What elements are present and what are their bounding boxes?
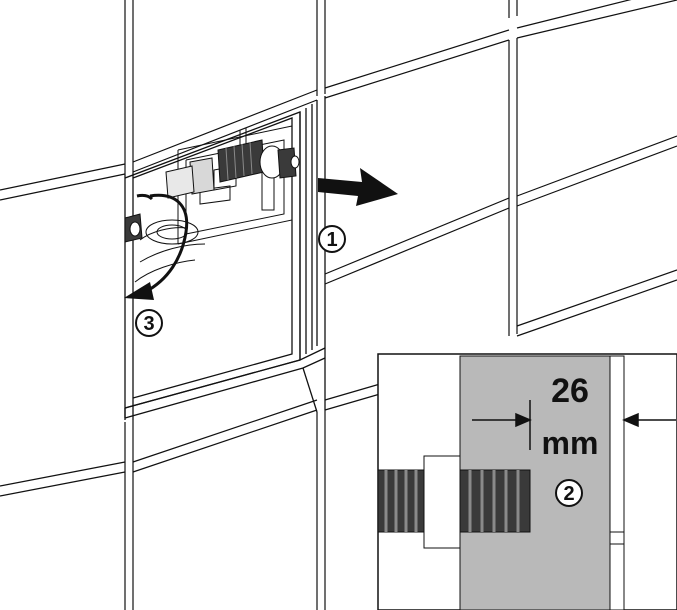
dimension-value: 26 bbox=[551, 372, 589, 410]
dimension-unit: mm bbox=[542, 425, 599, 461]
callout-1: 1 bbox=[318, 225, 346, 253]
callout-3: 3 bbox=[135, 309, 163, 337]
wall-opening bbox=[124, 96, 326, 420]
arrow-right-icon bbox=[318, 168, 398, 206]
svg-text:3: 3 bbox=[143, 313, 154, 335]
svg-text:2: 2 bbox=[563, 483, 574, 505]
threaded-pipe-icon bbox=[377, 455, 531, 549]
svg-text:1: 1 bbox=[326, 229, 337, 251]
threaded-pipe-icon bbox=[124, 139, 300, 243]
detail-inset: 26 mm 2 bbox=[377, 353, 677, 610]
curved-arrow-icon bbox=[124, 193, 189, 300]
dimension-arrows bbox=[472, 400, 676, 450]
callout-2: 2 bbox=[555, 479, 583, 507]
